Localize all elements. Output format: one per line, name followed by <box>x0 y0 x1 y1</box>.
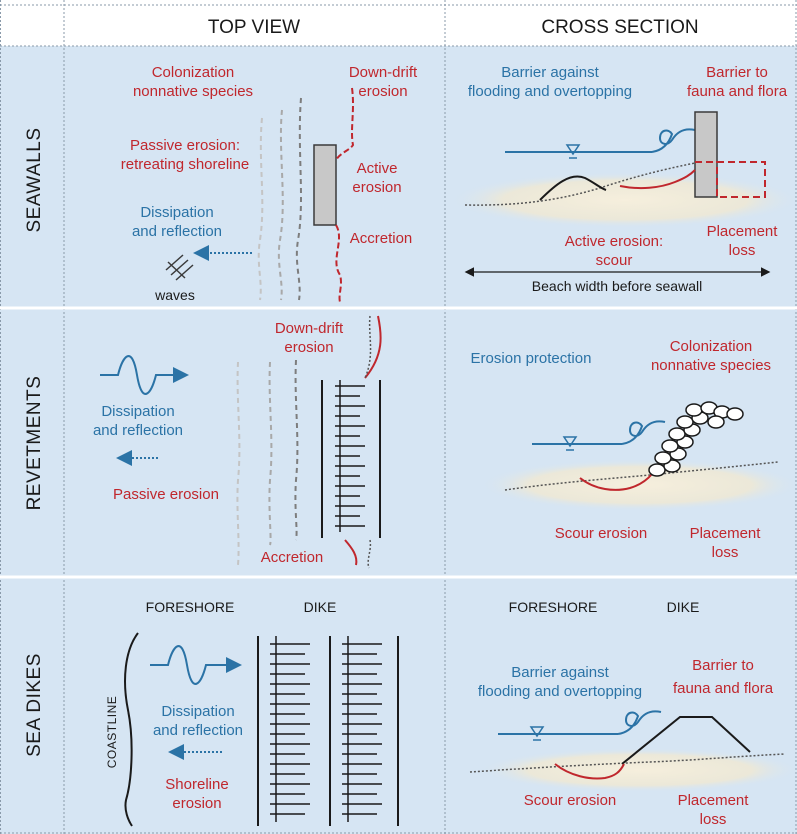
label-foreshore: FORESHORE <box>509 599 598 615</box>
label-passive-erosion: Passive erosion: <box>130 137 240 154</box>
label-scour-erosion: Scour erosion <box>555 525 648 542</box>
label-placement: Placement <box>690 525 762 542</box>
label-downdrift: Down-drift <box>275 320 344 337</box>
coastline-line <box>124 632 139 827</box>
sand-area <box>480 748 797 792</box>
shoreline-line <box>294 359 299 541</box>
label-dissipation: Dissipation <box>101 403 174 420</box>
label-barrier-fauna-2: fauna and flora <box>673 680 774 697</box>
label-passive-erosion: Passive erosion <box>113 486 219 503</box>
seawalls-top-view: Colonization nonnative species Down-drif… <box>121 64 418 303</box>
label-colonization-2: nonnative species <box>133 83 253 100</box>
label-placement: Placement <box>678 792 750 809</box>
beach-profile-dotted <box>469 753 786 773</box>
label-scour-erosion: Scour erosion <box>524 792 617 809</box>
label-active-scour-2: scour <box>596 252 633 269</box>
seawall-block <box>313 144 337 226</box>
label-active-erosion-2: erosion <box>352 179 401 196</box>
accretion-line <box>335 224 342 303</box>
label-passive-erosion-2: retreating shoreline <box>121 156 249 173</box>
label-dissipation-2: and reflection <box>132 223 222 240</box>
label-beach-width: Beach width before seawall <box>532 278 702 294</box>
downdrift-erosion-line <box>364 315 382 379</box>
wave-sine-icon <box>100 355 189 395</box>
shoreline-line <box>257 117 264 301</box>
row-label-revetments: REVETMENTS <box>24 376 45 511</box>
water-level-icon <box>529 726 545 738</box>
label-barrier-fauna-2: fauna and flora <box>687 83 788 100</box>
shoreline-line <box>277 109 284 301</box>
header-top-view: TOP VIEW <box>208 17 300 38</box>
accretion-line <box>344 539 358 566</box>
label-barrier-flooding: Barrier against <box>501 64 599 81</box>
label-accretion: Accretion <box>261 549 324 566</box>
shoreline-dotted <box>364 315 372 379</box>
armour-rocks <box>648 401 744 477</box>
label-dissipation: Dissipation <box>140 204 213 221</box>
label-erosion-protection: Erosion protection <box>471 350 592 367</box>
label-coastline: COASTLINE <box>105 696 119 769</box>
water-level-icon <box>562 436 578 448</box>
seawalls-cross-section: Barrier against flooding and overtopping… <box>450 64 797 294</box>
shoreline-line <box>268 361 273 546</box>
dike-hatch <box>270 636 382 822</box>
label-dike: DIKE <box>667 599 700 615</box>
label-dissipation-2: and reflection <box>153 722 243 739</box>
wave-crest-icon <box>617 710 662 735</box>
label-downdrift-2: erosion <box>284 339 333 356</box>
label-barrier-flooding-2: flooding and overtopping <box>478 683 642 700</box>
label-downdrift: Down-drift <box>349 64 418 81</box>
label-placement-2: loss <box>729 242 756 259</box>
scour-line <box>579 473 653 491</box>
seawall-block <box>694 111 718 198</box>
label-waves: waves <box>154 287 195 303</box>
shoreline-line <box>236 361 241 566</box>
label-colonization: Colonization <box>152 64 235 81</box>
downdrift-erosion-line <box>335 87 355 161</box>
dikes-top-view: FORESHORE DIKE COASTLINE Dissipation and… <box>105 599 399 827</box>
water-level-icon <box>565 144 581 156</box>
wave-sine-icon <box>150 645 242 685</box>
label-shoreline-erosion: Shoreline <box>165 776 228 793</box>
waves-icon <box>165 254 194 281</box>
label-barrier-flooding-2: flooding and overtopping <box>468 83 632 100</box>
dikes-cross-section: FORESHORE DIKE Barrier against flooding … <box>469 599 797 828</box>
label-placement: Placement <box>707 223 779 240</box>
label-downdrift-2: erosion <box>358 83 407 100</box>
label-barrier-fauna: Barrier to <box>692 657 754 674</box>
row-label-sea-dikes: SEA DIKES <box>24 653 45 757</box>
revetments-cross-section: Erosion protection Colonization nonnativ… <box>471 338 797 561</box>
label-active-scour: Active erosion: <box>565 233 663 250</box>
row-label-seawalls: SEAWALLS <box>24 127 45 232</box>
scour-line <box>554 763 625 780</box>
label-placement-2: loss <box>700 811 727 828</box>
placement-loss-box <box>716 161 766 198</box>
scour-line <box>619 169 696 190</box>
label-dissipation: Dissipation <box>161 703 234 720</box>
label-dike: DIKE <box>304 599 337 615</box>
revetments-top-view: Down-drift erosion Dissipation and refle… <box>93 315 382 569</box>
label-colonization: Colonization <box>670 338 753 355</box>
label-barrier-flooding: Barrier against <box>511 664 609 681</box>
wave-crest-icon <box>651 128 696 153</box>
header-cross-section: CROSS SECTION <box>541 17 698 38</box>
label-dissipation-2: and reflection <box>93 422 183 439</box>
label-active-erosion: Active <box>357 160 398 177</box>
label-shoreline-erosion-2: erosion <box>172 795 221 812</box>
row-dividers <box>0 306 797 579</box>
wave-crest-icon <box>621 420 666 445</box>
dike-profile <box>621 716 751 765</box>
shoreline-line <box>295 97 302 301</box>
label-accretion: Accretion <box>350 230 413 247</box>
revetment-hatch <box>335 380 365 532</box>
sandbar <box>539 175 607 201</box>
header-row <box>0 0 797 46</box>
label-barrier-fauna: Barrier to <box>706 64 768 81</box>
label-colonization-2: nonnative species <box>651 357 771 374</box>
label-placement-2: loss <box>712 544 739 561</box>
label-foreshore: FORESHORE <box>146 599 235 615</box>
